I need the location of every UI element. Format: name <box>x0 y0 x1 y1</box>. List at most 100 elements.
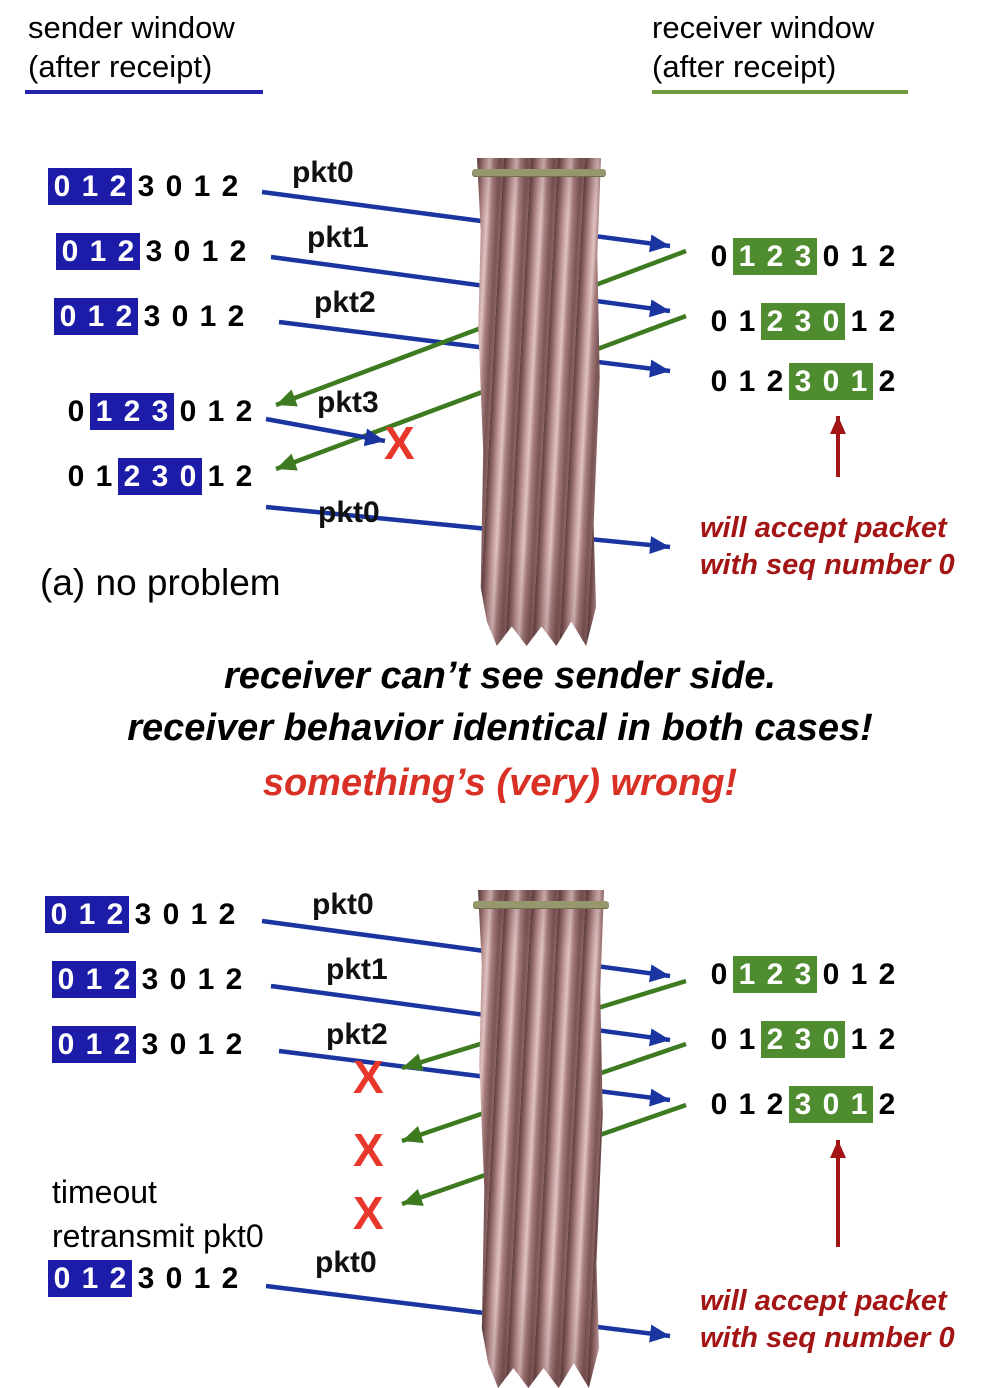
seq-digit: 0 <box>822 958 840 991</box>
seq-digit: 0 <box>165 170 183 203</box>
a-pkt0-retx-label: pkt0 <box>318 496 380 529</box>
seq-digit: 1 <box>193 1262 211 1295</box>
seq-digit-in-window: 1 <box>733 956 761 993</box>
seq-digit-in-window: 0 <box>48 1260 76 1297</box>
seq-digit: 2 <box>235 395 253 428</box>
seq-digit-in-window: 3 <box>789 238 817 275</box>
seq-digit-in-window: 3 <box>789 303 817 340</box>
seq-digit-in-window: 0 <box>52 1026 80 1063</box>
receiver-header-underline <box>652 90 908 94</box>
b-accept-note-line2: with seq number 0 <box>700 1322 955 1354</box>
seq-digit-in-window: 2 <box>118 458 146 495</box>
curtain-rod-a <box>472 169 606 176</box>
seq-digit-in-window: 1 <box>80 961 108 998</box>
seq-digit: 2 <box>225 963 243 996</box>
seq-digit: 1 <box>738 365 756 398</box>
a-pkt2-arrow <box>278 319 671 378</box>
b-loss-x2-icon: X <box>353 1124 384 1176</box>
b-pkt0-retx-arrow <box>265 1283 671 1343</box>
seq-digit: 0 <box>710 305 728 338</box>
b-pkt2-label: pkt2 <box>326 1018 388 1051</box>
seq-digit: 1 <box>197 1028 215 1061</box>
seq-digit-in-window: 3 <box>146 393 174 430</box>
seq-digit: 0 <box>710 958 728 991</box>
sender-header-line2: (after receipt) <box>28 49 213 84</box>
seq-digit-in-window: 2 <box>104 1260 132 1297</box>
receiver-window-header: receiver window (after receipt) <box>652 8 874 86</box>
seq-digit: 1 <box>207 395 225 428</box>
a-accept-note-line1: will accept packet <box>700 512 947 544</box>
middle-note-line1: receiver can’t see sender side. <box>223 655 777 697</box>
seq-digit-in-window: 2 <box>761 956 789 993</box>
seq-digit: 0 <box>710 240 728 273</box>
seq-digit: 2 <box>766 365 784 398</box>
seq-digit: 2 <box>766 1088 784 1121</box>
seq-digit-in-window: 0 <box>56 233 84 270</box>
seq-digit-in-window: 2 <box>108 961 136 998</box>
seq-digit: 2 <box>227 300 245 333</box>
seq-digit-in-window: 0 <box>174 458 202 495</box>
seq-digit: 1 <box>197 963 215 996</box>
b-pkt0-arrow <box>261 918 671 983</box>
middle-note-line2: receiver behavior identical in both case… <box>127 707 873 749</box>
seq-digit: 2 <box>235 460 253 493</box>
seq-digit-in-window: 2 <box>104 168 132 205</box>
a-caption: (a) no problem <box>40 562 281 603</box>
seq-digit-in-window: 0 <box>45 896 73 933</box>
seq-digit-in-window: 2 <box>118 393 146 430</box>
seq-digit-in-window: 1 <box>733 238 761 275</box>
b-loss-x1-icon: X <box>353 1051 384 1103</box>
seq-digit: 3 <box>143 300 161 333</box>
seq-digit: 2 <box>225 1028 243 1061</box>
seq-digit: 1 <box>190 898 208 931</box>
seq-digit: 2 <box>221 170 239 203</box>
receiver-header-line1: receiver window <box>652 10 875 45</box>
seq-digit: 2 <box>221 1262 239 1295</box>
seq-digit-in-window: 1 <box>82 298 110 335</box>
b-pkt1-label: pkt1 <box>326 953 388 986</box>
seq-digit: 0 <box>171 300 189 333</box>
seq-digit-in-window: 0 <box>817 363 845 400</box>
b-timeout-line2: retransmit pkt0 <box>52 1218 264 1254</box>
middle-note-warning: something’s (very) wrong! <box>262 762 738 804</box>
receiver-header-line2: (after receipt) <box>652 49 837 84</box>
seq-digit: 0 <box>710 1023 728 1056</box>
seq-digit: 1 <box>738 1088 756 1121</box>
seq-digit-in-window: 2 <box>761 1021 789 1058</box>
seq-digit-in-window: 1 <box>845 1086 873 1123</box>
curtain-b <box>478 890 604 1388</box>
seq-digit: 0 <box>179 395 197 428</box>
seq-digit: 0 <box>169 1028 187 1061</box>
seq-digit: 0 <box>67 395 85 428</box>
seq-digit-in-window: 1 <box>84 233 112 270</box>
seq-digit: 0 <box>169 963 187 996</box>
seq-digit: 2 <box>878 365 896 398</box>
seq-digit-in-window: 1 <box>73 896 101 933</box>
seq-digit: 0 <box>165 1262 183 1295</box>
seq-digit: 3 <box>141 963 159 996</box>
seq-digit-in-window: 1 <box>76 1260 104 1297</box>
seq-digit: 2 <box>878 1023 896 1056</box>
seq-digit-in-window: 3 <box>146 458 174 495</box>
seq-digit: 1 <box>850 1023 868 1056</box>
seq-digit: 1 <box>850 958 868 991</box>
seq-digit-in-window: 2 <box>108 1026 136 1063</box>
seq-digit-in-window: 0 <box>817 303 845 340</box>
a-pkt3-label: pkt3 <box>317 386 379 419</box>
seq-digit-in-window: 1 <box>845 363 873 400</box>
seq-digit: 3 <box>145 235 163 268</box>
curtain-a <box>477 158 601 646</box>
a-loss-x-icon: X <box>384 417 415 469</box>
seq-digit: 0 <box>710 1088 728 1121</box>
seq-digit: 0 <box>173 235 191 268</box>
seq-digit: 0 <box>67 460 85 493</box>
